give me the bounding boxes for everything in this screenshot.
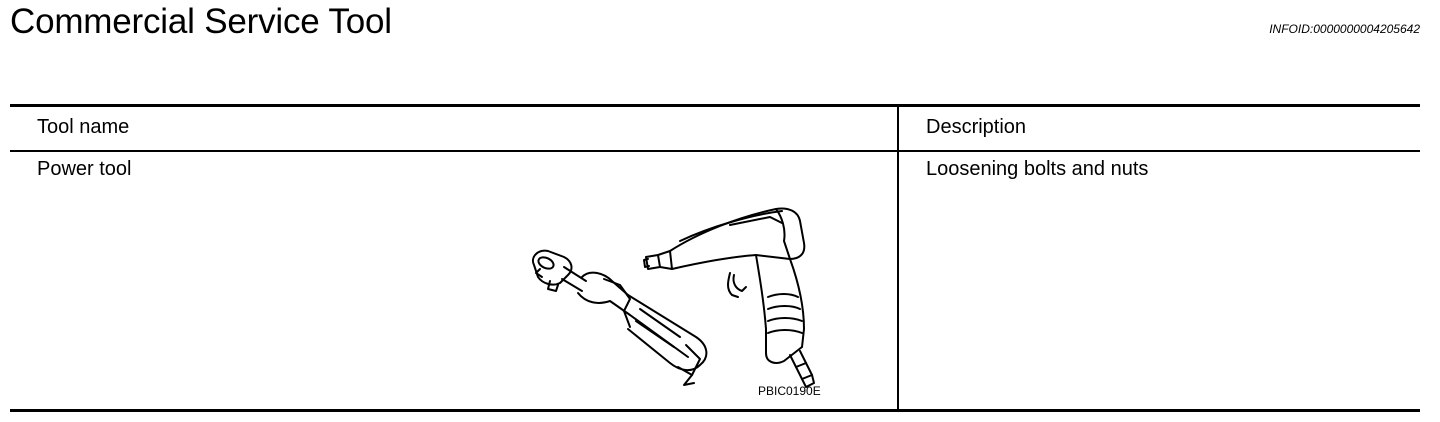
header-description: Description bbox=[926, 116, 1027, 138]
column-divider bbox=[897, 107, 899, 409]
cell-description: Loosening bolts and nuts bbox=[926, 158, 1149, 180]
figure-code: PBIC0190E bbox=[758, 384, 821, 398]
impact-wrench-icon bbox=[643, 207, 815, 388]
page-title: Commercial Service Tool bbox=[10, 2, 392, 41]
power-tool-illustration bbox=[532, 207, 815, 388]
info-id: INFOID:0000000004205642 bbox=[1269, 22, 1420, 36]
header-tool-name: Tool name bbox=[37, 116, 130, 138]
ratchet-wrench-icon bbox=[532, 249, 708, 386]
commercial-service-tool-table: Tool name Description Power tool Looseni… bbox=[10, 104, 1420, 412]
header-divider bbox=[10, 150, 1420, 152]
cell-tool-name: Power tool bbox=[37, 158, 132, 180]
